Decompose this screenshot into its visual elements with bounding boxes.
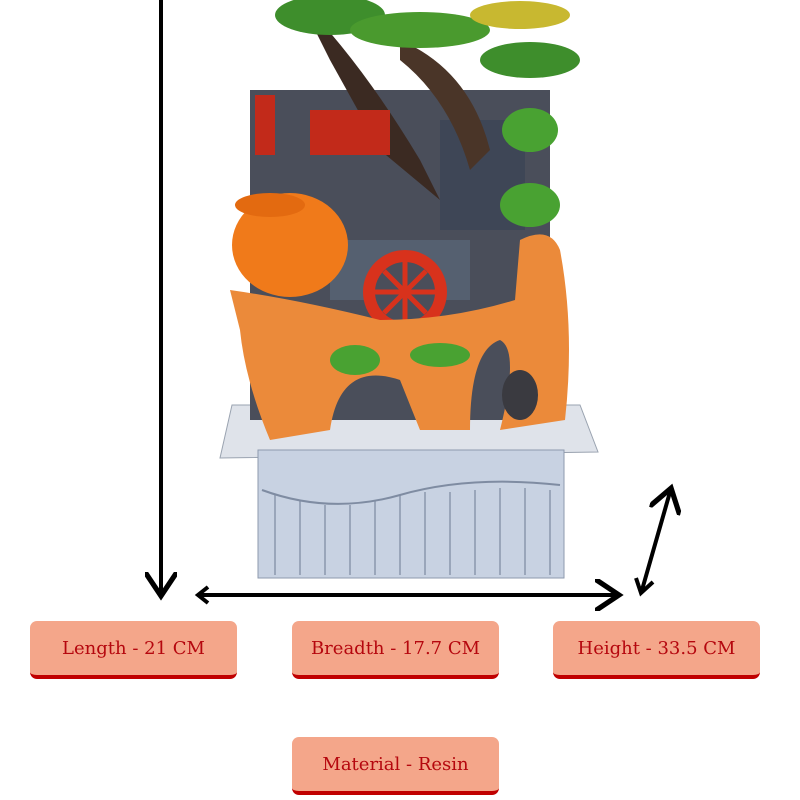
height-label: Height - 33.5 CM	[553, 621, 760, 679]
breadth-label: Breadth - 17.7 CM	[292, 621, 499, 679]
length-label: Length - 21 CM	[30, 621, 237, 679]
fountain-rocks	[230, 0, 580, 440]
height-arrow	[640, 492, 670, 591]
material-label: Material - Resin	[292, 737, 499, 795]
dimension-arrows	[161, 0, 670, 603]
